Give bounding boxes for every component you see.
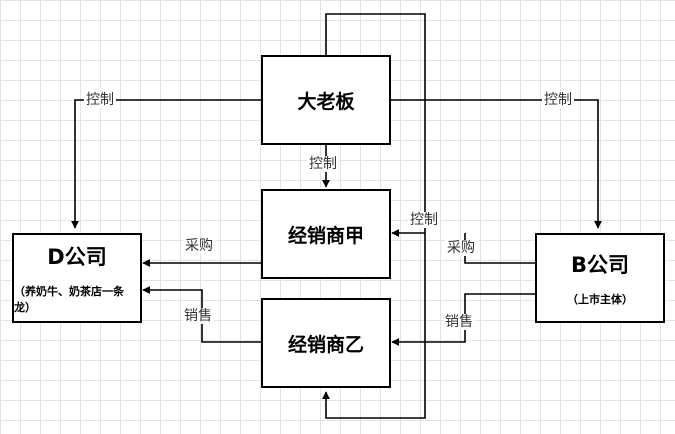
node-company-d: D公司 （养奶牛、奶茶店一条龙） (12, 233, 142, 323)
node-company-b-sub: （上市主体） (567, 293, 633, 306)
node-dealer-a-label: 经销商甲 (287, 224, 364, 247)
node-dealer-b-label: 经销商乙 (287, 333, 364, 356)
node-boss-label: 大老板 (297, 90, 355, 113)
node-company-d-label: D公司 (47, 245, 107, 269)
node-company-d-sub: （养奶牛、奶茶店一条龙） (14, 285, 124, 314)
node-dealer-b: 经销商乙 (261, 298, 391, 388)
label-boss-to-dealer-a: 控制 (307, 156, 339, 172)
edge-boss-to-d (71, 99, 262, 229)
label-boss-to-d: 控制 (84, 92, 116, 108)
node-company-b-label: B公司 (570, 253, 629, 277)
label-boss-loop: 控制 (408, 212, 440, 228)
node-company-b: B公司 （上市主体） (535, 233, 665, 323)
node-dealer-a: 经销商甲 (261, 189, 391, 279)
label-boss-to-b: 控制 (542, 92, 574, 108)
label-dealer-a-to-d: 采购 (183, 238, 215, 254)
label-dealer-b-to-d: 销售 (182, 308, 214, 324)
label-b-to-dealer-b: 销售 (443, 314, 475, 330)
node-boss: 大老板 (261, 55, 391, 145)
label-b-to-dealer-a: 采购 (445, 240, 477, 256)
edge-boss-to-b (390, 99, 602, 229)
